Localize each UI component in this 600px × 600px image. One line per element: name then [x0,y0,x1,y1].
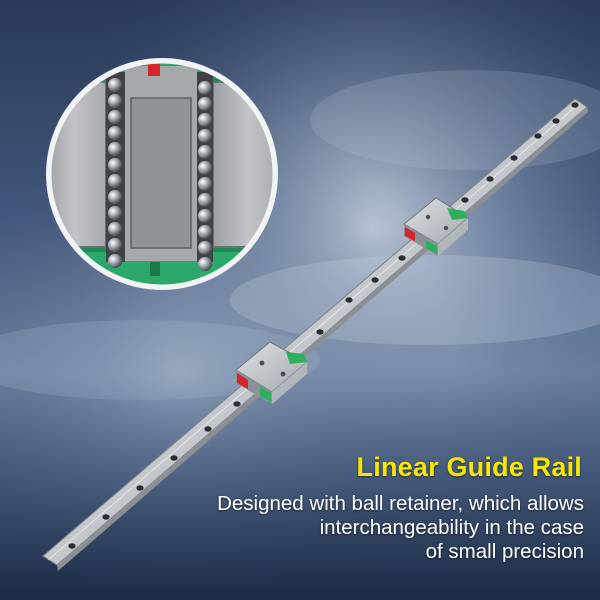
ball-retainer-closeup [46,58,278,290]
product-description: Designed with ball retainer, which allow… [217,492,584,564]
rail-mounting-holes [68,102,579,549]
description-line: Designed with ball retainer, which allow… [217,492,584,515]
carriage-block-lower [235,341,308,404]
description-line: interchangeability in the case [319,516,584,539]
retainer-balls-left [108,78,122,268]
description-line: of small precision [425,540,584,563]
product-title: Linear Guide Rail [356,452,582,482]
carriage-block-upper [403,197,469,256]
retainer-balls-right [198,81,212,271]
